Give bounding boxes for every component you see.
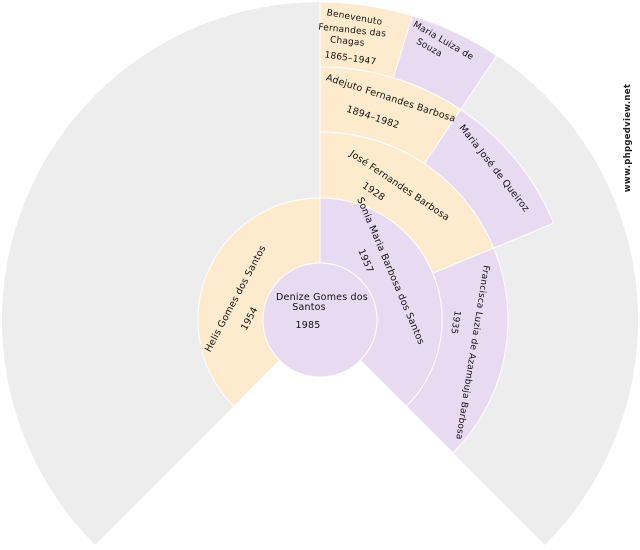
root-name-line-2: Santos [292,302,326,313]
root-name-line-1: Denize Gomes dos [276,292,368,303]
root-dates: 1985 [296,320,321,331]
segment-denize[interactable] [262,262,378,378]
francisca-dates: 1935 [448,310,462,335]
watermark: www.phpgedview.net [623,84,633,192]
benevenuto-name-line-3: Chagas [329,35,365,49]
